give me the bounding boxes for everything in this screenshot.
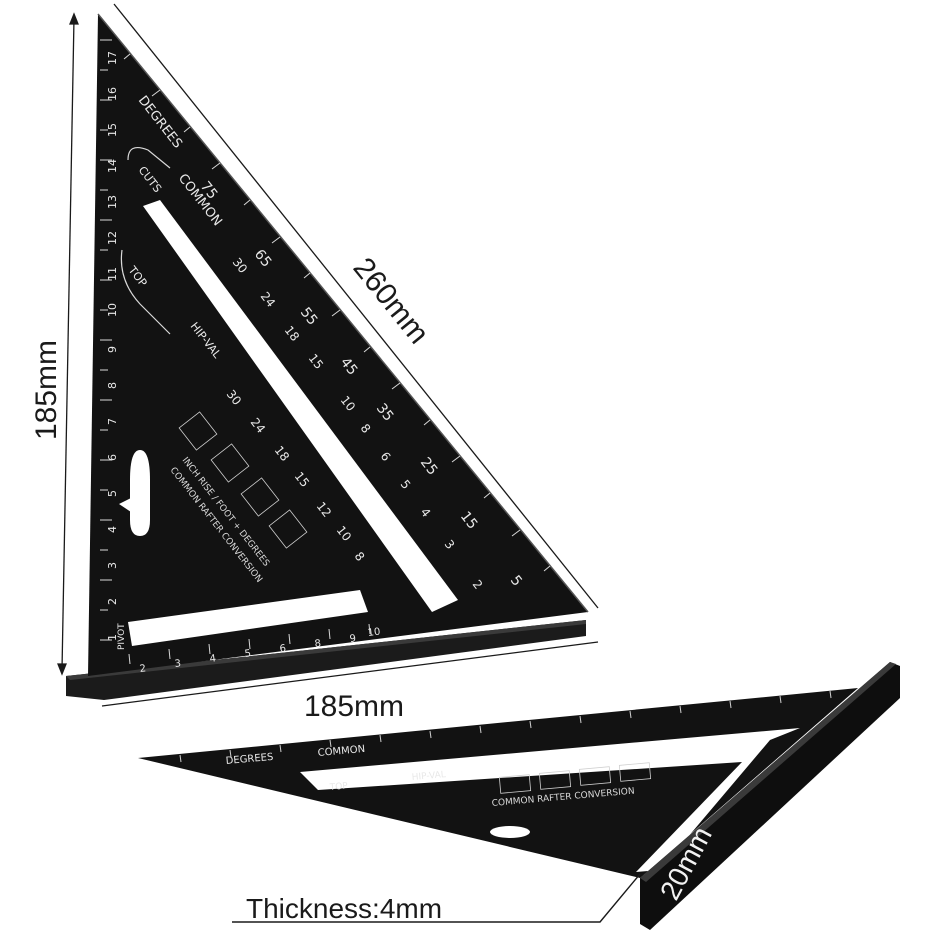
left-ruler-8: 8	[106, 382, 119, 389]
bottom-ruler-6: 6	[279, 643, 287, 655]
bottom-ruler-8: 8	[314, 638, 322, 650]
left-ruler-6: 6	[106, 454, 119, 461]
left-ruler-17: 17	[106, 51, 119, 65]
hang-hole	[130, 450, 150, 536]
left-ruler-11: 11	[106, 267, 119, 281]
square-fence	[66, 620, 586, 700]
perspective-common: COMMON	[317, 744, 365, 759]
left-ruler-5: 5	[106, 490, 119, 497]
base-dimension-label: 185mm	[304, 690, 404, 723]
bottom-ruler-4: 4	[209, 653, 217, 665]
left-ruler-15: 15	[106, 123, 119, 137]
bottom-slot-cutout	[128, 590, 368, 646]
perspective-slot	[300, 728, 800, 872]
left-ruler-9: 9	[106, 346, 119, 353]
left-ruler-14: 14	[106, 159, 119, 173]
left-ruler-7: 7	[106, 418, 119, 425]
left-ruler-10: 10	[106, 303, 119, 317]
bottom-ruler-5: 5	[244, 648, 252, 660]
rafter-square-perspective-view: DEGREES COMMON TOP HIP-VAL COMMON RAFTER…	[138, 662, 900, 930]
left-ruler-4: 4	[106, 526, 119, 533]
dimension-lines	[57, 3, 599, 707]
perspective-fence	[640, 662, 900, 930]
thickness-callout	[232, 873, 641, 923]
rafter-square-front-view: 17 16 15 14 13 12 11 10 9 8 7 6 5 4 3 2 …	[66, 13, 589, 700]
height-dimension-label: 185mm	[30, 340, 63, 440]
perspective-hip-val: HIP-VAL	[411, 770, 446, 783]
left-ruler-13: 13	[106, 195, 119, 209]
perspective-top: TOP	[328, 781, 348, 793]
bottom-ruler-3: 3	[174, 658, 182, 670]
left-ruler-2: 2	[106, 598, 119, 605]
left-ruler-16: 16	[106, 87, 119, 101]
left-ruler-12: 12	[106, 231, 119, 245]
bottom-ruler-10: 10	[367, 627, 381, 639]
square-body	[88, 14, 588, 676]
perspective-degrees: DEGREES	[225, 752, 273, 767]
long-slot-cutout	[143, 200, 458, 612]
engraving-pivot: PIVOT	[117, 623, 127, 650]
thickness-label: Thickness:4mm	[246, 893, 442, 924]
bottom-ruler-9: 9	[349, 633, 357, 645]
conversion-table	[178, 411, 308, 549]
left-ruler-1: 1	[106, 634, 119, 641]
left-ruler-3: 3	[106, 562, 119, 569]
bottom-ruler-2: 2	[139, 663, 147, 675]
